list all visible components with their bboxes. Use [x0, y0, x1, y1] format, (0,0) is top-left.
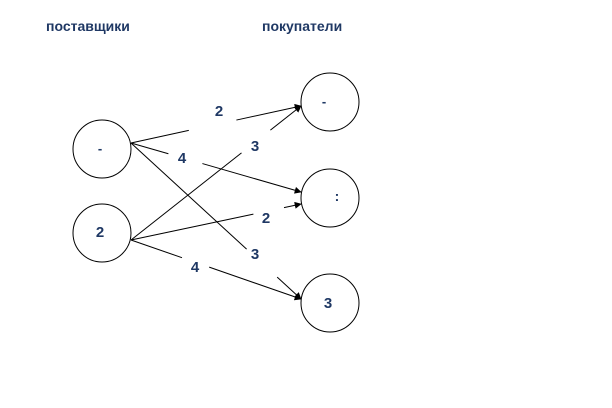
buyer-node-2: :: [300, 168, 360, 228]
edge-supplier_1-buyer_1: 2: [130, 103, 302, 144]
edge-supplier_1-buyer_2: 4: [130, 142, 302, 194]
edge-line-arrow: [209, 266, 302, 301]
buyer-node-3: 3: [300, 273, 360, 333]
buyer-node-2-label: :: [335, 188, 340, 204]
edge-supplier_1-buyer_3: 3: [130, 142, 302, 300]
suppliers-header: поставщики: [46, 18, 130, 34]
edge-cost-label: 4: [191, 259, 200, 276]
edge-cost-label: 3: [251, 138, 259, 155]
edge-cost-label: 2: [215, 103, 223, 120]
edge-line-arrow: [202, 163, 302, 194]
supplier-node-2: 2: [72, 203, 132, 263]
supplier-node-1-label: -: [98, 141, 102, 156]
edge-cost-label: 3: [251, 246, 259, 263]
edge-line-arrow: [283, 201, 302, 209]
edge-line-start: [130, 129, 189, 144]
edge-line-arrow: [236, 103, 302, 121]
buyer-node-3-label: 3: [324, 295, 332, 312]
supplier-node-1: -: [72, 119, 132, 179]
edge-supplier_2-buyer_2: 2: [130, 201, 302, 241]
edge-supplier_2-buyer_1: 3: [130, 105, 302, 241]
edge-cost-label: 4: [178, 150, 187, 167]
edge-line-arrow: [276, 276, 302, 300]
edge-line-start: [130, 152, 242, 241]
edge-line-start: [130, 213, 254, 241]
buyer-node-1: -: [300, 72, 360, 132]
edge-line-start: [130, 142, 169, 155]
edge-line-arrow: [270, 105, 302, 131]
edge-cost-label: 2: [262, 210, 270, 227]
supplier-node-2-label: 2: [96, 224, 104, 241]
buyers-header: покупатели: [262, 18, 343, 34]
edge-line-start: [130, 142, 247, 250]
buyer-node-1-label: -: [322, 94, 326, 109]
edge-line-start: [130, 239, 183, 259]
edge-supplier_2-buyer_3: 4: [130, 239, 302, 301]
